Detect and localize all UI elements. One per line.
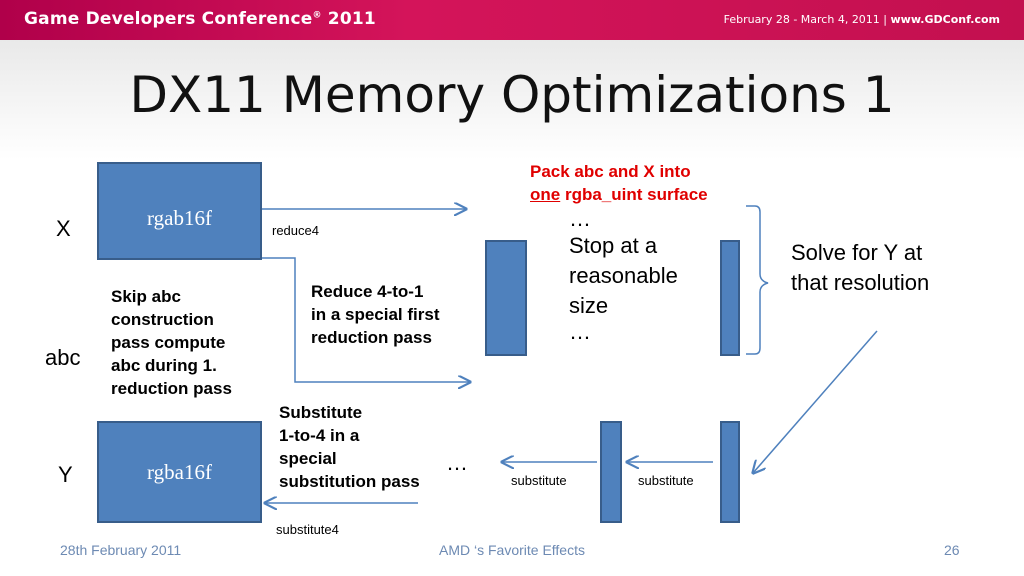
pack-note-rest: rgba_uint surface — [560, 185, 708, 204]
ellipsis-mid: … — [446, 450, 468, 475]
arrow-solve — [753, 330, 878, 473]
solve-note-line: that resolution — [791, 270, 930, 295]
substitute-note: Substitute 1-to-4 in a special substitut… — [279, 401, 420, 493]
pack-note-line1: Pack abc and X into — [530, 162, 691, 181]
stop-note-line: Stop at a — [569, 233, 658, 258]
skip-note-line: construction — [111, 310, 214, 329]
substitute-small-bar — [720, 421, 740, 523]
pack-note-one: one — [530, 185, 561, 204]
substitute4-label: substitute4 — [276, 522, 339, 537]
ellipsis-bottom: … — [569, 319, 591, 344]
stop-note-line: reasonable — [569, 263, 678, 288]
conference-dates: February 28 - March 4, 2011 | www.GDConf… — [724, 13, 1000, 26]
substitute-note-line: special — [279, 449, 337, 468]
slide-title: DX11 Memory Optimizations 1 — [129, 66, 895, 124]
skip-note-line: Skip abc — [111, 287, 181, 306]
label-y: Y — [58, 462, 73, 487]
y-surface-format: rgba16f — [147, 460, 212, 484]
skip-note-line: abc during 1. — [111, 356, 217, 375]
conference-name: Game Developers Conference® 2011 — [24, 9, 376, 29]
reduce-note: Reduce 4-to-1 in a special first reducti… — [311, 280, 440, 349]
y-surface-box: rgba16f — [97, 421, 262, 523]
substitute-label-1: substitute — [511, 473, 567, 488]
right-brace — [746, 205, 769, 355]
pack-note-line2: one rgba_uint surface — [530, 183, 708, 206]
footer-date: 28th February 2011 — [60, 542, 182, 558]
conference-date-range: February 28 - March 4, 2011 | — [723, 13, 891, 26]
x-surface-box: rgab16f — [97, 162, 262, 260]
substitute-note-line: substitution pass — [279, 472, 420, 491]
substitute-mid-bar — [600, 421, 622, 523]
substitute-note-line: 1-to-4 in a — [279, 426, 360, 445]
stop-note-line: size — [569, 293, 609, 318]
skip-abc-note: Skip abc construction pass compute abc d… — [111, 285, 232, 400]
substitute-label-2: substitute — [638, 473, 694, 488]
conference-website: www.GDConf.com — [890, 13, 1000, 26]
solve-note: Solve for Y at that resolution — [791, 238, 929, 298]
arrow-reduce-special — [262, 257, 470, 382]
ellipsis-top: … — [569, 206, 591, 231]
conference-year: 2011 — [321, 9, 376, 29]
stop-note: … Stop at a reasonable size … — [569, 207, 678, 343]
footer-page-number: 26 — [944, 542, 960, 558]
solve-note-line: Solve for Y at — [791, 240, 923, 265]
footer-center: AMD ‘s Favorite Effects — [438, 542, 585, 558]
label-x: X — [56, 216, 71, 241]
reduce-note-line: in a special first — [311, 305, 440, 324]
reduced-small-bar — [720, 240, 740, 356]
substitute-note-line: Substitute — [279, 403, 363, 422]
reduce-note-line: Reduce 4-to-1 — [311, 282, 424, 301]
conference-header-bar: Game Developers Conference® 2011 Februar… — [0, 0, 1024, 40]
label-abc: abc — [45, 345, 81, 370]
reduce4-label: reduce4 — [272, 223, 319, 238]
skip-note-line: reduction pass — [111, 379, 232, 398]
pack-note: Pack abc and X into one rgba_uint surfac… — [530, 160, 708, 206]
x-surface-format: rgab16f — [147, 206, 212, 230]
title-background-band — [0, 40, 1024, 160]
reduced-surface-bar — [485, 240, 527, 356]
reduce-note-line: reduction pass — [311, 328, 432, 347]
conference-title: Game Developers Conference — [24, 9, 313, 29]
skip-note-line: pass compute — [111, 333, 226, 352]
registered-mark: ® — [312, 10, 322, 21]
